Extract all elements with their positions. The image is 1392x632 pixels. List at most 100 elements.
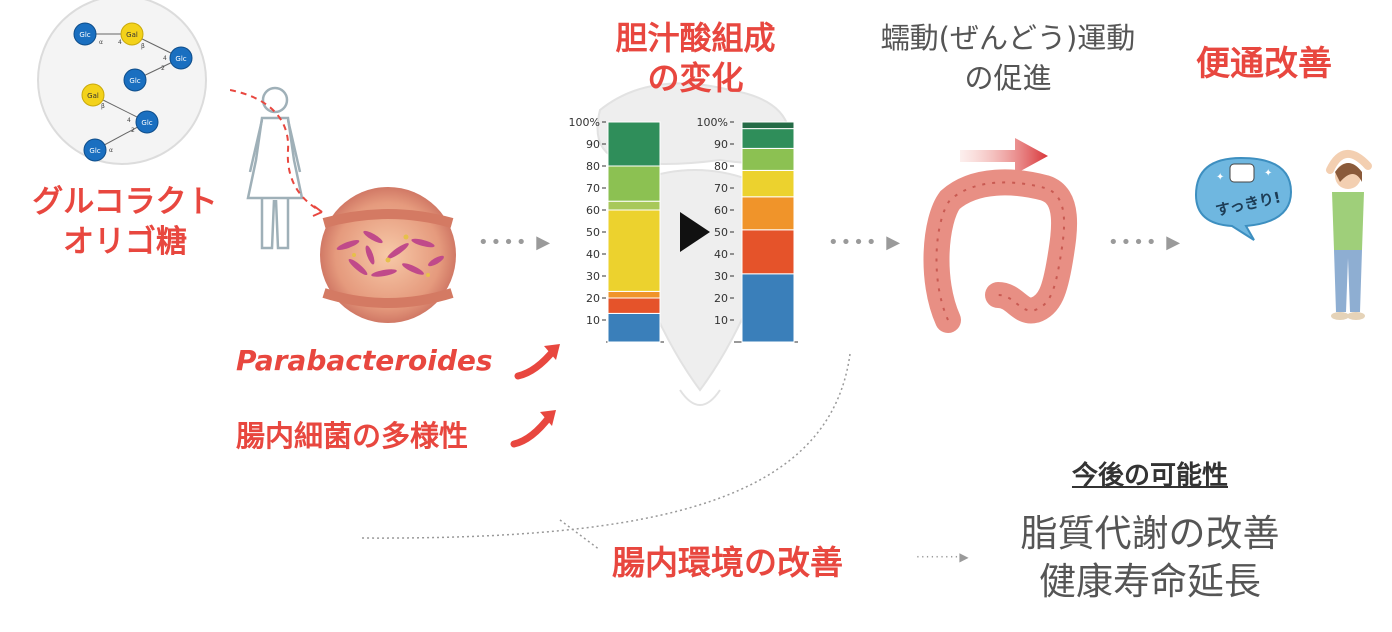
flow-arrow-1: •••• ▶ <box>478 232 553 253</box>
bar-segment <box>741 147 795 171</box>
node-glc-5: Glc <box>83 138 107 162</box>
intestine-closeup <box>318 185 458 325</box>
bar-segment <box>607 200 661 211</box>
bacteria-diversity-text: 腸内細菌の多様性 <box>236 419 469 453</box>
colon-haustra <box>935 181 1066 321</box>
bar-segment <box>741 121 795 130</box>
tick-label: 40 <box>586 248 600 261</box>
node-glc-2: Glc <box>169 46 193 70</box>
ingestion-path <box>229 89 323 213</box>
toilet-paper-icon <box>1229 163 1255 183</box>
sparkle-icon-2: ✦ <box>1264 168 1272 179</box>
molecule-diagram: Glc Gal Glc Glc Gal Glc Glc α 4 <box>35 0 210 175</box>
bar-segment <box>607 165 661 202</box>
svg-text:4: 4 <box>163 55 167 62</box>
tick-label: 80 <box>586 160 600 173</box>
svg-text:α: α <box>99 39 103 46</box>
bacteria-diversity-label: 腸内細菌の多様性 <box>236 413 468 455</box>
bowel-title: 便通改善 <box>1196 36 1332 85</box>
tick-label: 70 <box>586 182 600 195</box>
molecule-name: グルコラクト オリゴ糖 <box>20 182 230 262</box>
tick-label: 20 <box>586 292 600 305</box>
colon-illustration <box>923 138 1078 333</box>
svg-text:2: 2 <box>161 65 165 72</box>
bile-title: 胆汁酸組成 の変化 <box>588 18 803 98</box>
speech-bubble: ✦ ✦ <box>1194 156 1293 241</box>
bar-segment <box>607 312 661 343</box>
human-figure-svg <box>229 86 323 250</box>
bile-title-line1: 胆汁酸組成 <box>615 19 776 57</box>
peristalsis-label: 蠕動(ぜんどう)運動 の促進 <box>848 18 1168 98</box>
bar-segment <box>607 297 661 314</box>
tick-label: 30 <box>586 270 600 283</box>
svg-text:Glc: Glc <box>175 55 186 63</box>
flow-arrow-4: ·········▶ <box>916 550 970 564</box>
bar-segment <box>607 290 661 299</box>
flow-arrow-3: •••• ▶ <box>1108 232 1183 253</box>
woman-outline-icon <box>246 86 304 250</box>
tick-label: 90 <box>586 138 600 151</box>
future-heading-text: 今後の可能性 <box>1071 461 1228 491</box>
peristalsis-line1: 蠕動(ぜんどう)運動 <box>880 21 1136 55</box>
bar-segment <box>741 196 795 231</box>
molecule-background <box>37 0 207 165</box>
svg-text:α: α <box>109 147 113 154</box>
bacteria-genus-text: Parabacteroides <box>236 344 493 377</box>
bar-segment <box>741 128 795 149</box>
tick-label: 100% <box>569 116 600 129</box>
tick-label: 40 <box>714 248 728 261</box>
dotted-curve <box>360 353 851 551</box>
tick-label: 100% <box>697 116 728 129</box>
play-triangle-icon <box>680 212 710 252</box>
diversity-increase-arrow-icon <box>510 410 556 448</box>
bar-segment <box>741 273 795 343</box>
tick-label: 10 <box>714 314 728 327</box>
peristalsis-arrow-icon <box>960 138 1048 174</box>
svg-text:4: 4 <box>118 39 122 46</box>
molecule-name-line1: グルコラクト <box>32 184 218 220</box>
bacteria-genus-label: Parabacteroides <box>236 344 493 377</box>
human-figure <box>229 80 340 255</box>
future-items: 脂質代謝の改善 健康寿命延長 <box>1000 510 1300 606</box>
svg-text:4: 4 <box>127 117 131 124</box>
bar-segment <box>741 229 795 275</box>
gut-environment-text: 腸内環境の改善 <box>612 543 843 582</box>
bacteria-cells-icon <box>336 230 444 277</box>
tick-label: 60 <box>586 204 600 217</box>
tick-label: 60 <box>714 204 728 217</box>
tick-label: 20 <box>714 292 728 305</box>
bacteria-cells-yellow-icon <box>352 234 430 277</box>
flow-arrow-2: •••• ▶ <box>828 232 903 253</box>
molecule-name-line2: オリゴ糖 <box>63 224 187 260</box>
closeup-villi-top <box>322 209 454 228</box>
bond-labels: α 4 β 4 2 β 4 2 α <box>99 39 167 154</box>
molecule-svg: Glc Gal Glc Glc Gal Glc Glc α 4 <box>37 0 207 165</box>
svg-text:2: 2 <box>131 127 135 134</box>
svg-text:β: β <box>101 103 105 110</box>
future-item-2: 健康寿命延長 <box>1039 560 1261 603</box>
node-gal-1: Gal <box>120 22 144 46</box>
colon-shape-icon <box>923 169 1078 333</box>
future-item-1: 脂質代謝の改善 <box>1020 512 1280 555</box>
svg-text:Gal: Gal <box>126 31 138 39</box>
node-glc-1: Glc <box>73 22 97 46</box>
tick-label: 50 <box>714 226 728 239</box>
sparkle-icon: ✦ <box>1216 172 1224 183</box>
tick-label: 80 <box>714 160 728 173</box>
svg-text:Glc: Glc <box>141 119 152 127</box>
node-glc-3: Glc <box>123 68 147 92</box>
svg-text:Glc: Glc <box>79 31 90 39</box>
bar-segment <box>607 209 661 292</box>
stretching-woman-icon <box>1326 150 1372 320</box>
tick-label: 70 <box>714 182 728 195</box>
genus-increase-arrow-icon <box>514 344 560 380</box>
gut-environment-label: 腸内環境の改善 <box>612 536 843 584</box>
node-glc-4: Glc <box>135 110 159 134</box>
future-heading: 今後の可能性 <box>1040 455 1260 492</box>
svg-text:Glc: Glc <box>89 147 100 155</box>
tick-label: 30 <box>714 270 728 283</box>
bar-segment <box>607 121 661 167</box>
